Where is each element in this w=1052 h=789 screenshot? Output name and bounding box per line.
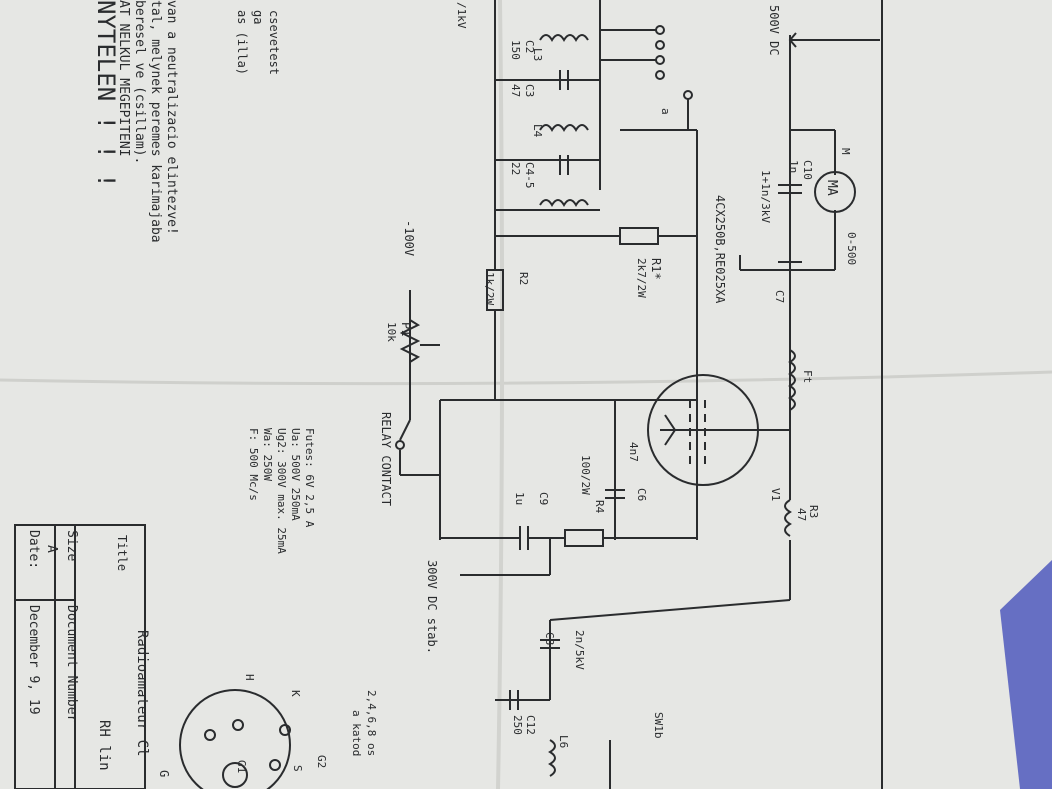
size-value: A [44, 545, 59, 553]
c6-value: 4n7 [627, 442, 640, 462]
kv-label: /1kV [455, 2, 468, 29]
blue-corner [1000, 560, 1052, 789]
c7-label: C7 [773, 290, 786, 303]
date-label: Date: [26, 530, 41, 569]
c3-label: C3 [523, 84, 536, 97]
g2-label: G2 [315, 755, 328, 768]
c12-value: 250 [511, 715, 524, 735]
c10-rating: 1+1n/3kV [759, 170, 772, 223]
c3-value: 47 [509, 84, 522, 97]
p1-value: 10k [385, 322, 398, 342]
meter-ma-label: MA [824, 180, 839, 196]
title-value: Radioamateur Cl [134, 630, 150, 756]
sw1b-label: SW1b [652, 712, 665, 739]
c10-value: 1n [787, 160, 800, 173]
s-label: S [291, 765, 304, 772]
pins-note: 2,4,6,8 os [365, 690, 378, 756]
l4-label: L4 [531, 124, 544, 138]
r4-label: R4 [593, 500, 606, 514]
schematic [14, 0, 883, 789]
tube-data-4: Wa: 250W [261, 428, 274, 481]
c8-value: 2n/5kV [573, 630, 586, 670]
c2-value: 150 [509, 40, 522, 60]
note-line-1: van a neutralizacio elintezve! [164, 0, 179, 235]
hv-supply-label: 500V DC [767, 5, 781, 56]
sheet-label: G [157, 770, 171, 777]
ft-label: Ft [801, 370, 814, 383]
h-label: H [243, 674, 256, 681]
date-value: December 9, 19 [26, 605, 41, 715]
r4-value: 100/2W [579, 455, 592, 495]
tube-socket [179, 689, 291, 789]
cathode [664, 414, 677, 446]
tube-data-3: Ug2: 300V max. 25mA [275, 428, 288, 554]
note-line-2: tal, melynek peremes karimajaba [148, 0, 163, 243]
title-block [14, 524, 146, 789]
meter-circle [814, 171, 856, 213]
tube-data-1: Futes: 6V 2,5 A [303, 428, 316, 528]
switch-a-label: a [659, 108, 672, 115]
size-label: Size [64, 530, 79, 561]
note-line-7: ga [251, 10, 265, 24]
c10-label: C10 [801, 160, 814, 180]
g1-label: G1 [235, 760, 248, 773]
c45-value: 22 [509, 162, 522, 175]
l4-coil [539, 124, 589, 132]
relay-label: RELAY CONTACT [379, 412, 393, 506]
k-label: K [289, 690, 302, 697]
hv-arrow [788, 32, 797, 48]
r3-coil [784, 499, 792, 537]
l3-coil [539, 34, 589, 42]
title-value-2: RH lin [96, 720, 112, 771]
meter-m-label: M [839, 148, 852, 155]
docnum-label: Document Number [64, 605, 79, 723]
c12-label: C12 [524, 715, 537, 735]
tube-data-5: F: 500 Mc/s [247, 428, 260, 501]
choke-ft [788, 349, 796, 411]
r2-label: R2 [517, 272, 530, 285]
pins-note-2: a katod [350, 710, 363, 756]
r1-label: R1* [649, 258, 663, 280]
r1-value: 2k7/2W [635, 258, 648, 298]
l6-label: L6 [557, 735, 570, 748]
fold-line-vertical [496, 0, 505, 789]
fold-line [0, 370, 1052, 386]
l6-coil [548, 739, 556, 777]
c2-label: C2 [523, 40, 536, 53]
note-line-6: csevetest [267, 10, 281, 75]
r2-value: 1k/2W [483, 272, 496, 305]
r3-label: R3 [807, 505, 820, 518]
stab-label: 300V DC stab. [425, 560, 439, 654]
c9-value: 1u [513, 492, 526, 505]
v1-label: V1 [769, 488, 782, 501]
p1-label: P1 [399, 322, 413, 336]
l5-coil [539, 199, 589, 207]
minus100-label: -100V [402, 220, 416, 256]
note-line-4: AT NELKUL MEGEPITENI [116, 0, 131, 157]
title-label: Title [115, 535, 129, 571]
tube-type: 4CX250B,RE025XA [713, 195, 727, 304]
c45-label: C4-5 [523, 162, 536, 189]
note-line-5: NYTELEN ! ! ! [92, 0, 120, 188]
meter-range-label: 0-500 [845, 232, 858, 265]
c9-label: C9 [537, 492, 550, 505]
note-line-3: beresel ve (csillam). [132, 0, 147, 164]
pot-p1 [399, 319, 421, 363]
note-line-8: as (illa) [235, 10, 249, 75]
c6-label: C6 [635, 488, 648, 501]
l3-label: L3 [531, 48, 544, 61]
c8-label: C8 [543, 632, 556, 645]
tube-data-2: Ua: 500V 250mA [289, 428, 302, 521]
r3-value: 47 [795, 508, 808, 521]
